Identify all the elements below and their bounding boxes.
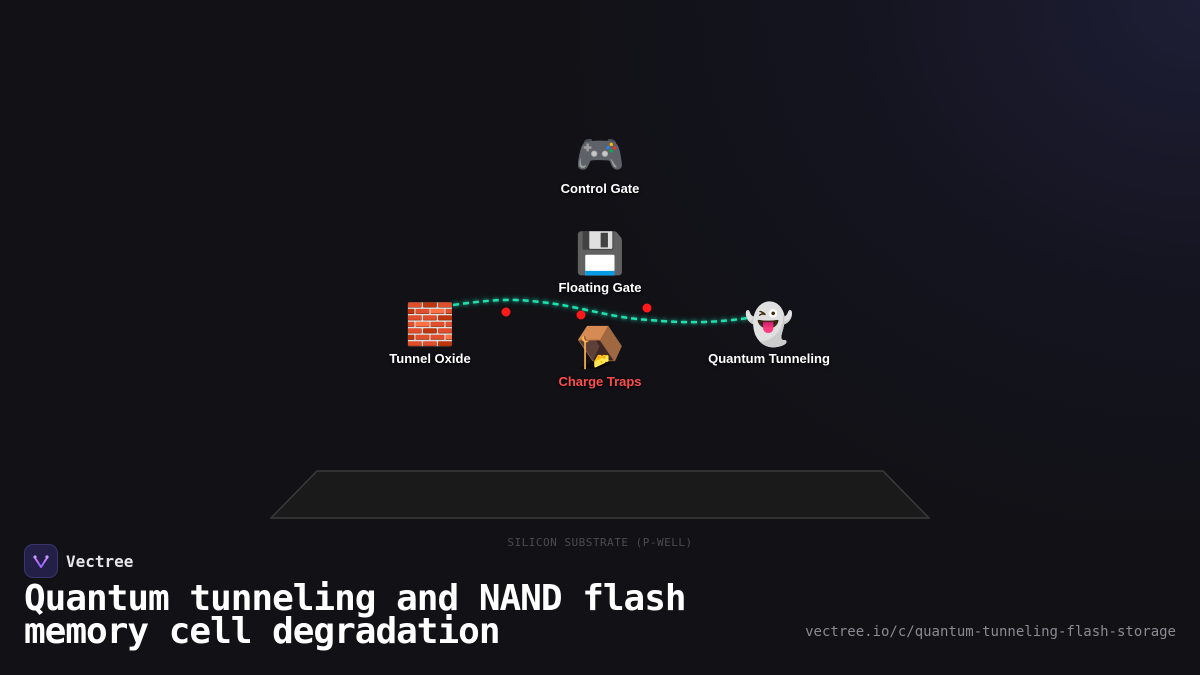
brand: Vectree: [24, 544, 133, 578]
trapped-charge-dot: [576, 310, 586, 320]
brand-name: Vectree: [66, 551, 134, 571]
trapped-charge-dot: [642, 303, 652, 313]
node-label: Charge Traps: [558, 374, 642, 389]
page-url[interactable]: vectree.io/c/quantum-tunneling-flash-sto…: [805, 624, 1176, 640]
ghost-icon: 👻: [744, 302, 794, 348]
silicon-substrate: [269, 470, 931, 519]
node-quantum-tunneling: 👻 Quantum Tunneling: [708, 303, 830, 366]
electron-tunneling-path: [452, 298, 749, 324]
node-floating-gate: 💾 Floating Gate: [558, 232, 641, 295]
mousetrap-icon: 🪤: [575, 325, 625, 371]
vectree-logo-icon: [24, 544, 58, 578]
trapped-charge-dot: [501, 307, 511, 317]
game-controller-icon: 🎮: [575, 132, 625, 178]
node-label: Tunnel Oxide: [389, 351, 471, 366]
floppy-disk-icon: 💾: [575, 231, 625, 277]
substrate-label: SILICON SUBSTRATE (P-WELL): [507, 536, 693, 549]
node-label: Floating Gate: [558, 280, 642, 295]
brick-wall-icon: 🧱: [405, 302, 455, 348]
node-charge-traps: 🪤 Charge Traps: [558, 326, 641, 389]
node-label: Quantum Tunneling: [708, 351, 830, 366]
node-tunnel-oxide: 🧱 Tunnel Oxide: [389, 303, 470, 366]
node-label: Control Gate: [560, 181, 640, 196]
node-control-gate: 🎮 Control Gate: [561, 133, 640, 196]
page-title: Quantum tunneling and NAND flash memory …: [24, 578, 687, 652]
